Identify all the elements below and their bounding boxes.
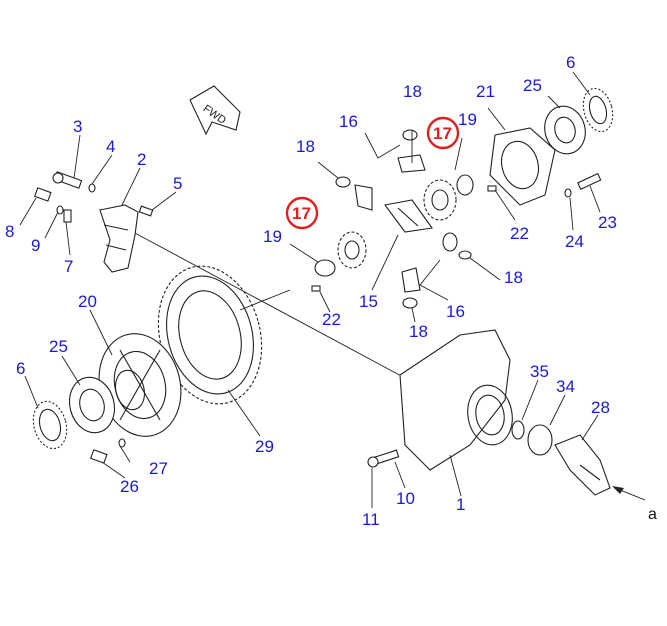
label-22-right[interactable]: 22 [510, 224, 529, 243]
thrust-washer-part [314, 259, 336, 277]
thrust-washer-part [402, 129, 418, 141]
bearing-race-part [582, 87, 614, 133]
label-9[interactable]: 9 [31, 236, 40, 255]
pinion-gear-part [354, 184, 373, 211]
nut-part [367, 456, 379, 468]
label-8[interactable]: 8 [5, 222, 14, 241]
highlight-circle-17 [426, 116, 460, 150]
label-2[interactable]: 2 [137, 150, 146, 169]
label-19-left[interactable]: 19 [263, 227, 282, 246]
label-4[interactable]: 4 [106, 137, 115, 156]
pinion-gear-part [397, 154, 426, 173]
fwd-arrow-icon: FWD [189, 85, 241, 136]
axis-line [119, 224, 406, 379]
bolt-part [52, 171, 83, 189]
spider-shaft-part [384, 199, 433, 233]
thrust-washer-part [402, 297, 418, 309]
side-gear-part [423, 179, 457, 221]
label-11[interactable]: 11 [362, 510, 380, 529]
highlight-circle-17 [285, 196, 319, 230]
label-27[interactable]: 27 [149, 459, 168, 478]
snap-ring-part [511, 420, 525, 440]
label-10[interactable]: 10 [396, 489, 415, 508]
drive-pinion-part [554, 434, 611, 496]
lock-part [63, 209, 72, 223]
bearing-part [68, 376, 116, 434]
label-26[interactable]: 26 [120, 477, 139, 496]
label-34[interactable]: 34 [556, 377, 575, 396]
view-arrow-icon [612, 486, 646, 501]
part-labels: 3 4 2 5 8 9 7 20 25 6 27 26 29 18 18 16 … [5, 53, 657, 529]
ring-gear-part [157, 265, 263, 405]
axis-line-ring [239, 289, 291, 311]
label-22-left[interactable]: 22 [322, 310, 341, 329]
label-21[interactable]: 21 [476, 82, 495, 101]
washer-part [564, 188, 572, 198]
washer-part [88, 183, 96, 193]
side-gear-part [337, 231, 367, 269]
label-24[interactable]: 24 [565, 232, 584, 251]
thrust-washer-part [458, 250, 472, 260]
pin-part [311, 285, 321, 292]
label-7[interactable]: 7 [64, 257, 73, 276]
leader-lines [19, 71, 601, 508]
label-25-left[interactable]: 25 [49, 337, 68, 356]
differential-case-part [98, 333, 182, 437]
view-label-a: a [648, 506, 657, 523]
thrust-washer-part [456, 174, 474, 196]
bearing-part [527, 424, 553, 456]
label-20[interactable]: 20 [78, 292, 97, 311]
washer-part [118, 438, 126, 448]
label-1[interactable]: 1 [456, 495, 465, 514]
label-19-right[interactable]: 19 [458, 110, 477, 129]
label-17-left[interactable]: 17 [292, 204, 311, 223]
label-6-left[interactable]: 6 [16, 359, 25, 378]
label-15[interactable]: 15 [359, 292, 378, 311]
label-5[interactable]: 5 [173, 174, 182, 193]
pin-part [138, 205, 154, 217]
bearing-cap-part [99, 204, 139, 273]
bolt-part [34, 187, 52, 202]
washer-part [56, 205, 64, 215]
carrier-housing-part [399, 329, 513, 471]
differential-case-part [489, 127, 556, 206]
label-3[interactable]: 3 [73, 117, 82, 136]
label-6-right[interactable]: 6 [566, 53, 575, 72]
label-18-top[interactable]: 18 [403, 82, 422, 101]
pinion-gear-part [401, 267, 421, 293]
bolt-part [90, 449, 108, 464]
bearing-race-part [32, 400, 68, 450]
label-18-bottom[interactable]: 18 [409, 322, 428, 341]
pin-part [487, 185, 497, 192]
label-29[interactable]: 29 [255, 437, 274, 456]
label-18-left[interactable]: 18 [296, 137, 315, 156]
label-35[interactable]: 35 [530, 362, 549, 381]
label-16-top[interactable]: 16 [339, 112, 358, 131]
label-28[interactable]: 28 [591, 398, 610, 417]
label-16-bottom[interactable]: 16 [446, 302, 465, 321]
label-23[interactable]: 23 [598, 213, 617, 232]
label-25-right[interactable]: 25 [523, 76, 542, 95]
thrust-washer-part [335, 176, 351, 188]
label-18-right[interactable]: 18 [504, 268, 523, 287]
pinion-gear-part [442, 232, 458, 252]
label-17-right[interactable]: 17 [433, 124, 452, 143]
bolt-part [577, 172, 602, 191]
